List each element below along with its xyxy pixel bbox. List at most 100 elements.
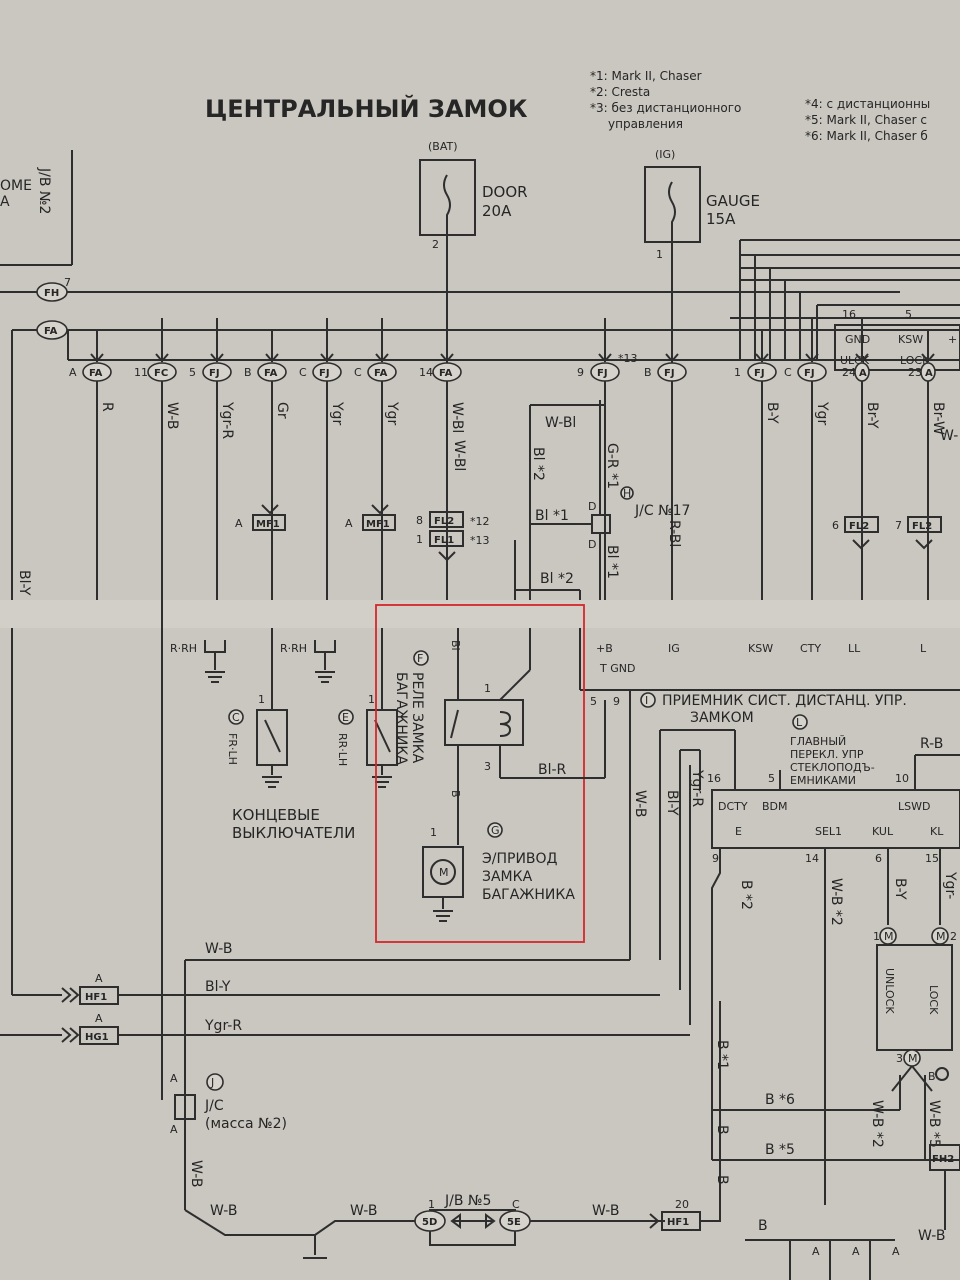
fuse-gauge-source: (IG): [655, 148, 675, 161]
jc17-d-bottom: D: [588, 538, 596, 551]
mid-gr1: G-R *1: [604, 443, 620, 489]
jb5-label: J/B №5: [444, 1193, 491, 1209]
connector-pin: 14: [419, 366, 433, 379]
connector-9: FJB: [644, 318, 687, 600]
hf1-box: [79, 986, 119, 1005]
jb2-ome: OME: [0, 178, 32, 194]
motor-lock: LOCK: [927, 985, 940, 1015]
connector-code: A: [925, 368, 933, 379]
relay-box: [444, 699, 524, 746]
relay-label-1: РЕЛЕ ЗАМКА: [409, 672, 425, 764]
fl-code-1: FL1: [434, 535, 454, 546]
receiver-pin5: 5: [590, 695, 597, 708]
ecu-box: [711, 789, 960, 849]
trunk-lock-actuator: 1 M G Э/ПРИВОД ЗАМКА БАГАЖНИКА: [422, 822, 575, 922]
bottom-ygrr: Ygr-R: [204, 1018, 242, 1034]
fh2-code: FH2: [932, 1154, 954, 1165]
ecu-wire-wb: W-B: [632, 790, 648, 817]
ground-symbols: [204, 640, 336, 683]
jb5-p1: 1: [428, 1198, 435, 1211]
main-switch-code: L: [796, 716, 803, 729]
left-bl-label: Bl-Y: [16, 570, 32, 596]
motor-p3: 3: [896, 1052, 903, 1065]
ecu-dcty: DCTY: [718, 800, 748, 813]
receiver-label-1: ПРИЕМНИК СИСТ. ДИСТАНЦ. УПР.: [662, 693, 907, 709]
note-3: *3: без дистанционного: [590, 101, 741, 115]
bottom-wb-far: W-B: [918, 1228, 945, 1244]
note-5: *5: Mark II, Chaser с: [805, 113, 927, 127]
mid-bl2: Bl *2: [530, 447, 546, 481]
mf1-pin-1: A: [235, 517, 243, 530]
fl-pin-2: 6: [832, 519, 839, 532]
note-6: *6: Mark II, Chaser б: [805, 129, 928, 143]
bottom-b-b: B: [714, 1175, 730, 1185]
relay-blr: Bl-R: [538, 762, 567, 778]
connector-arrow: [265, 353, 279, 363]
receiver-label-2: ЗАМКОМ: [690, 710, 754, 726]
jb5-c: C: [512, 1198, 520, 1211]
mid-wbl2: W-Bl: [451, 440, 467, 471]
fuse-door-name: DOOR: [482, 183, 528, 201]
fuse-door-rating: 20A: [482, 202, 512, 220]
connector-arrow: [210, 353, 224, 363]
jb2-label: J/B №2: [36, 167, 52, 214]
ecu-p16: 16: [707, 772, 721, 785]
star13-label: *13: [618, 352, 638, 365]
jc17-code: H: [623, 487, 631, 500]
connector-pin: C: [354, 366, 362, 379]
lower-l: L: [920, 642, 927, 655]
ecu-wire-wb2: W-B *2: [828, 878, 844, 926]
switch-c-code: C: [232, 711, 240, 724]
motor-m2-label: M: [936, 930, 946, 943]
fl-note-0: *12: [470, 515, 490, 528]
connector-pin: C: [299, 366, 307, 379]
bottom-b-a: B: [714, 1125, 730, 1135]
mid-bl-1b: Bl *1: [604, 545, 620, 579]
ecu-wire-ygr: Ygr-: [942, 871, 958, 899]
connector-wire-label: Ygr: [329, 401, 345, 425]
motor-b-circle: [935, 1067, 949, 1081]
ecu-lswd: LSWD: [898, 800, 930, 813]
mf1-pin-2: A: [345, 517, 353, 530]
lower-plus-b: +B: [596, 642, 613, 655]
connector-pin: 24: [842, 366, 856, 379]
bottom-a-1: A: [812, 1245, 820, 1258]
ecu-wire-ygrr: Ygr-R: [689, 769, 705, 807]
jc-a1: A: [170, 1072, 178, 1085]
note-2: *2: Cresta: [590, 85, 650, 99]
bottom-b-end: B: [758, 1218, 768, 1234]
switch-e-pin: 1: [368, 693, 375, 706]
ecu-p5: 5: [768, 772, 775, 785]
connector-arrow: [90, 353, 104, 363]
rt-p5: 5: [905, 308, 912, 321]
fl-pin-0: 8: [416, 514, 423, 527]
connector-code: FA: [439, 368, 453, 379]
bottom-wb: W-B: [205, 941, 232, 957]
hf1-pin: A: [95, 972, 103, 985]
receiver-code: I: [645, 694, 648, 707]
fuse-gauge-name: GAUGE: [706, 192, 760, 210]
jc17-code-circle: [620, 486, 634, 500]
receiver-tgnd: T GND: [599, 662, 635, 675]
connector-arrow: [921, 353, 935, 363]
door-switch-fr-lh: 1 C FR·LH: [226, 693, 288, 788]
ecu-wire-by: B-Y: [892, 878, 908, 900]
main-switch-rb: R-B: [920, 736, 943, 752]
bottom-wiring: W-B Bl-Y Ygr-R A HF1 A HG1 A A J J/C (ма…: [0, 941, 960, 1280]
fuse-gauge-rating: 15A: [706, 210, 736, 228]
ecu-block: DCTY BDM LSWD E SEL1 KUL KL 16 5 9 14 6 …: [632, 729, 960, 1205]
ecu-p9: 9: [712, 852, 719, 865]
connector-row: FAARFC11W-BFJ5Ygr-RFABGrFJCYgrFACYgrFA14…: [69, 318, 946, 600]
mf1-box-2: [362, 514, 396, 531]
connector-8: FJ9: [577, 318, 620, 600]
actuator-code-circle: [487, 822, 503, 838]
relay-code: F: [417, 652, 423, 665]
fl-code-3: FL2: [912, 521, 932, 532]
mid-bl-2b: Bl *2: [540, 571, 574, 587]
